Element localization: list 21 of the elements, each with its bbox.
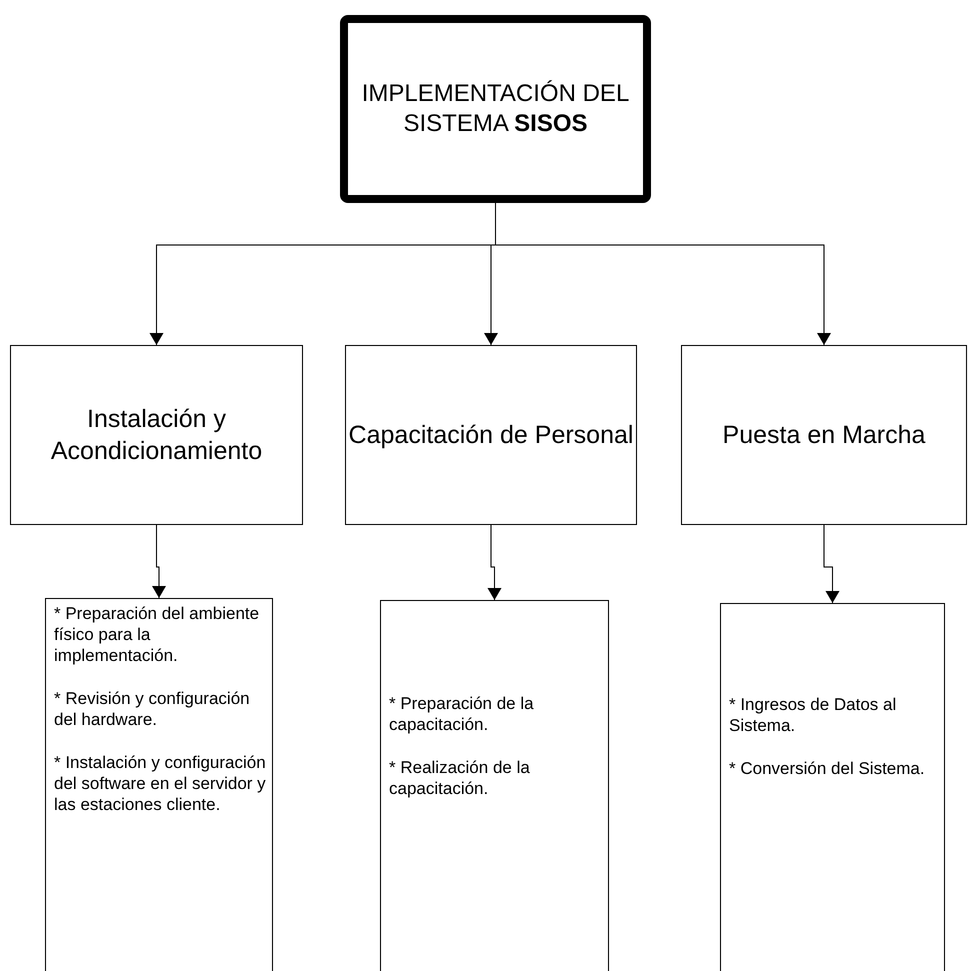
box-title: Capacitación de Personal xyxy=(348,420,634,451)
process-box xyxy=(345,345,637,525)
task-text: * Conversión del Sistema. xyxy=(729,758,926,779)
box-title: Instalación y Acondicionamiento xyxy=(50,404,264,467)
task-list-box xyxy=(380,600,609,971)
task-list-box xyxy=(720,603,945,971)
task-text: * Preparación de la capacitación. xyxy=(389,693,535,735)
box-title: Puesta en Marcha xyxy=(722,420,926,451)
task-list-box xyxy=(45,598,273,971)
task-text: * Ingresos de Datos al Sistema. xyxy=(729,694,898,736)
title-box xyxy=(340,15,651,203)
task-text: * Instalación y configuración del software en el servidor y las estaciones cliente. xyxy=(54,752,267,815)
process-box xyxy=(10,345,303,525)
process-box xyxy=(681,345,967,525)
arrow xyxy=(152,524,166,598)
task-text: * Revisión y configuración del hardware. xyxy=(54,688,251,730)
box-title: IMPLEMENTACIÓN DEL SISTEMA SISOS xyxy=(360,79,630,139)
arrow xyxy=(488,524,502,600)
task-text: * Realización de la capacitación. xyxy=(389,757,531,799)
arrow xyxy=(824,524,840,604)
task-text: * Preparación del ambiente físico para la implementación. xyxy=(54,603,260,666)
